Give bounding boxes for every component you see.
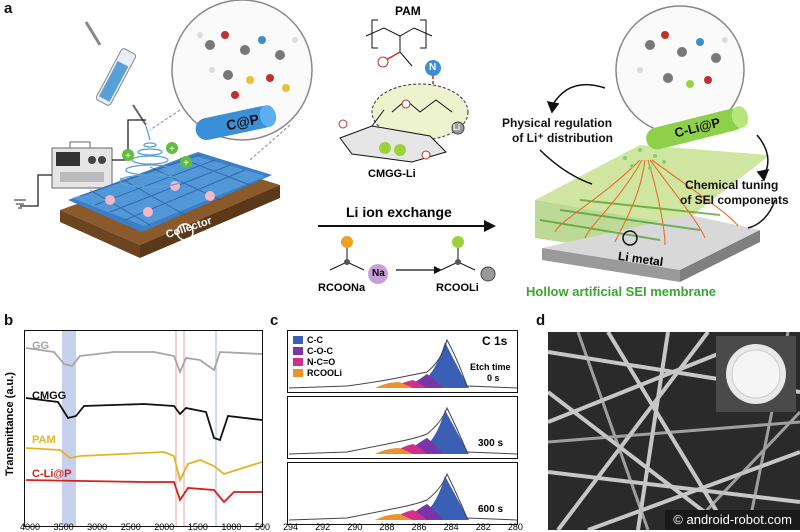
chemical-tuning-line2: of SEI components bbox=[680, 193, 789, 207]
series-gg-label: GG bbox=[32, 340, 50, 352]
cmgg-li-label: CMGG-Li bbox=[368, 168, 416, 180]
ftir-chart bbox=[24, 330, 263, 527]
physical-regulation-line1: Physical regulation bbox=[502, 116, 613, 130]
etch-0s-label: 0 s bbox=[487, 373, 500, 383]
molecule-bubble-right bbox=[615, 5, 749, 150]
svg-text:+: + bbox=[125, 151, 131, 162]
xtick: 2500 bbox=[120, 522, 141, 532]
svg-text:+: + bbox=[169, 144, 175, 155]
physical-regulation-line2: of Li⁺ distribution bbox=[512, 131, 613, 145]
xps-legend-nco: N-C=O bbox=[307, 357, 336, 367]
watermark: © android-robot.com bbox=[665, 510, 800, 530]
rcooli-label: RCOOLi bbox=[436, 282, 479, 294]
xps-legend-coc: C-O-C bbox=[307, 346, 333, 356]
etch-300s-label: 300 s bbox=[478, 438, 504, 449]
xtick: 286 bbox=[411, 522, 427, 532]
xps-chart bbox=[287, 330, 518, 525]
molecule-bubble-left bbox=[149, 0, 313, 161]
xtick: 2000 bbox=[154, 522, 175, 532]
cmgg-li-structure bbox=[338, 83, 469, 163]
xtick: 1500 bbox=[187, 522, 208, 532]
panel-a-label: a bbox=[4, 0, 13, 17]
rcooli-structure bbox=[440, 236, 496, 282]
xps-legend-cc: C-C bbox=[307, 335, 323, 345]
xtick: 288 bbox=[379, 522, 395, 532]
xtick: 4000 bbox=[20, 522, 41, 532]
xtick: 290 bbox=[347, 522, 363, 532]
panel-a-figure: + + + bbox=[14, 0, 776, 284]
rcoona-label: RCOONa bbox=[318, 282, 366, 294]
pam-label: PAM bbox=[395, 4, 421, 18]
series-cli-label: C-Li@P bbox=[32, 468, 72, 480]
chemical-tuning-line1: Chemical tuning bbox=[685, 178, 779, 192]
xtick: 284 bbox=[443, 522, 459, 532]
xps-title: C 1s bbox=[482, 334, 508, 348]
hollow-membrane-caption: Hollow artificial SEI membrane bbox=[526, 284, 716, 299]
exchange-label: Li ion exchange bbox=[346, 204, 452, 220]
xps-panel-600s bbox=[287, 462, 518, 525]
xtick: 292 bbox=[315, 522, 331, 532]
xps-panel-300s bbox=[287, 396, 518, 459]
xtick: 282 bbox=[475, 522, 491, 532]
xps-xtick-row: 294 292 290 288 286 284 282 280 bbox=[283, 522, 523, 532]
panel-c-label: c bbox=[270, 312, 279, 329]
collector-plate bbox=[60, 152, 280, 258]
panel-d-label: d bbox=[536, 312, 546, 329]
xtick: 1000 bbox=[221, 522, 242, 532]
xtick: 294 bbox=[283, 522, 299, 532]
ion-exchange-arrow bbox=[318, 220, 496, 232]
ftir-xtick-row: 4000 3500 3000 2500 2000 1500 1000 500 bbox=[20, 522, 270, 532]
etch-time-label: Etch time bbox=[470, 362, 511, 372]
panel-b-label: b bbox=[4, 312, 14, 329]
xps-legend-rcooli: RCOOLi bbox=[307, 368, 342, 378]
rcoona-structure bbox=[329, 236, 388, 284]
na-label: Na bbox=[372, 268, 385, 279]
series-pam-label: PAM bbox=[32, 434, 56, 446]
pam-structure bbox=[365, 19, 441, 100]
xtick: 280 bbox=[507, 522, 523, 532]
electrospinning-jet bbox=[119, 125, 181, 188]
n-atom-label: N bbox=[429, 62, 437, 73]
syringe-icon bbox=[84, 21, 147, 126]
curved-arrows bbox=[539, 83, 776, 229]
xtick: 3000 bbox=[87, 522, 108, 532]
li-atom-label: Li bbox=[453, 123, 461, 132]
hollow-sei-membrane-illustration bbox=[535, 145, 770, 282]
power-supply-icon bbox=[51, 141, 113, 189]
small-reaction-arrow bbox=[396, 266, 442, 274]
panel-b-ylabel: Transmittance (a.u.) bbox=[4, 372, 16, 476]
svg-text:+: + bbox=[183, 158, 189, 169]
positive-charge-icons: + + + bbox=[122, 142, 192, 169]
xtick: 500 bbox=[254, 522, 270, 532]
series-cmgg-label: CMGG bbox=[32, 390, 67, 402]
xps-legend-swatches bbox=[293, 336, 303, 377]
xps-panel-0s bbox=[287, 330, 518, 393]
xtick: 3500 bbox=[53, 522, 74, 532]
sem-image bbox=[548, 332, 800, 530]
etch-600s-label: 600 s bbox=[478, 504, 504, 515]
